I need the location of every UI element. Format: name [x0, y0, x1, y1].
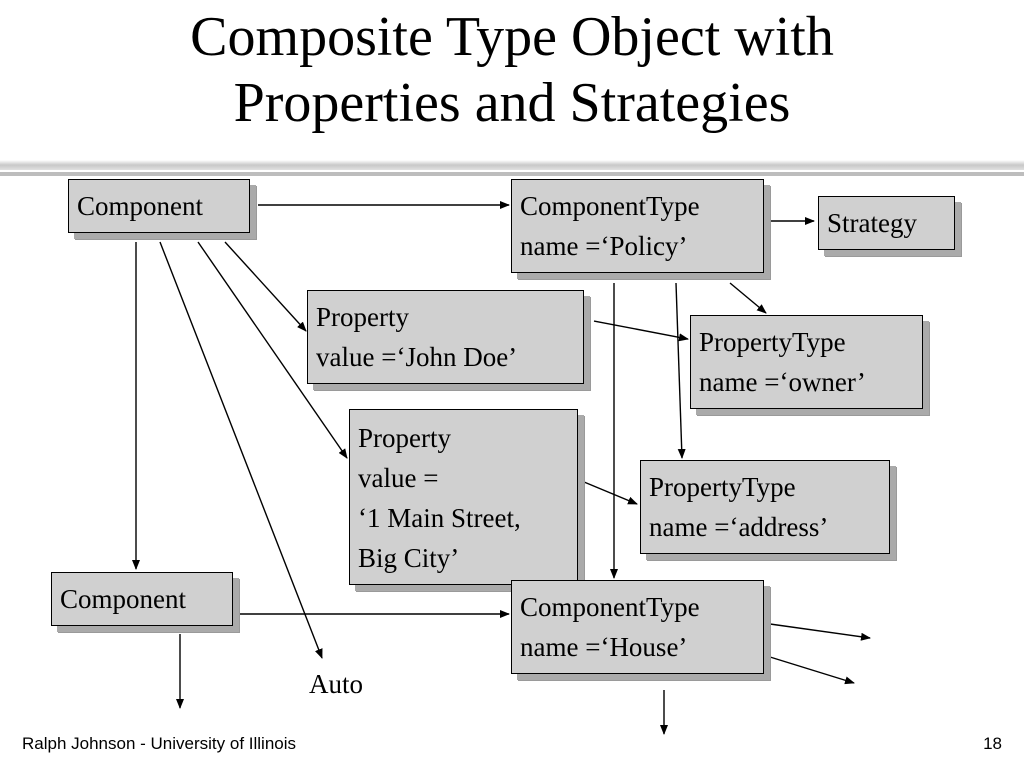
component-top-label: Component [77, 191, 203, 221]
property-john-value: value =‘John Doe’ [316, 342, 518, 372]
componenttype-house-node: ComponentType name =‘House’ [511, 580, 764, 674]
property-address-value-label: value = [358, 463, 439, 493]
title-line-1: Composite Type Object with [190, 6, 834, 68]
component-bottom-label: Component [60, 584, 186, 614]
arrow-component-to-property-address [197, 241, 348, 459]
property-address-node: Property value = ‘1 Main Street, Big Cit… [349, 409, 578, 585]
title-rule-top [0, 160, 1024, 170]
arrow-component-to-auto [159, 241, 323, 659]
component-top-node: Component [68, 179, 250, 233]
propertytype-address-class: PropertyType [649, 472, 796, 502]
propertytype-address-name: name =‘address’ [649, 512, 829, 542]
componenttype-house-class: ComponentType [520, 592, 700, 622]
page-title: Composite Type Object with Properties an… [0, 4, 1024, 136]
title-rule-bottom [0, 172, 1024, 176]
propertytype-owner-name: name =‘owner’ [699, 367, 866, 397]
property-address-class: Property [358, 423, 451, 453]
footer-author: Ralph Johnson - University of Illinois [22, 734, 297, 753]
property-address-value-line1: ‘1 Main Street, [358, 503, 521, 533]
auto-label: Auto [309, 669, 363, 699]
propertytype-owner-class: PropertyType [699, 327, 846, 357]
footer-page-number: 18 [983, 734, 1002, 753]
strategy-node: Strategy [818, 196, 955, 250]
componenttype-house-name: name =‘House’ [520, 632, 688, 662]
arrow-property-john-to-propertytype-owner [593, 320, 689, 342]
strategy-label: Strategy [827, 208, 917, 238]
componenttype-policy-node: ComponentType name =‘Policy’ [511, 179, 764, 273]
property-john-class: Property [316, 302, 409, 332]
propertytype-owner-node: PropertyType name =‘owner’ [690, 315, 923, 409]
arrow-component-to-property-john [224, 241, 307, 332]
property-address-value-line2: Big City’ [358, 543, 460, 573]
component-bottom-node: Component [51, 572, 233, 626]
arrow-componenttype-house-out-2 [769, 656, 855, 685]
arrow-componenttype-policy-to-propertytype-address [675, 282, 686, 459]
property-john-node: Property value =‘John Doe’ [307, 290, 584, 384]
componenttype-policy-class: ComponentType [520, 191, 700, 221]
propertytype-address-node: PropertyType name =‘address’ [640, 460, 890, 554]
arrow-componenttype-house-out-1 [769, 623, 871, 641]
title-line-2: Properties and Strategies [233, 72, 791, 134]
arrow-componenttype-policy-to-propertytype-owner [729, 282, 767, 314]
componenttype-policy-name: name =‘Policy’ [520, 231, 688, 261]
